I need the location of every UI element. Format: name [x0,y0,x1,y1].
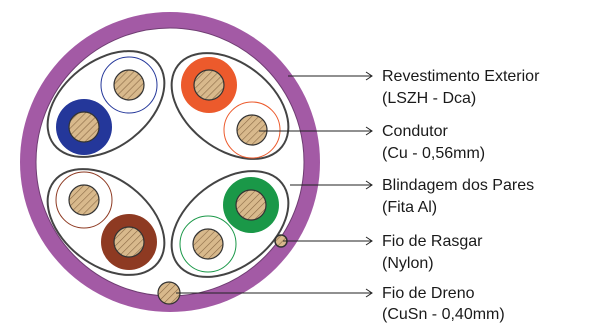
label-title: Revestimento Exterior [382,68,540,85]
label-detail: (LSZH - Dca) [382,90,476,107]
callout-conductor: Condutor (Cu - 0,56mm) [382,123,485,162]
conductor-copper [68,184,100,216]
conductor-copper [68,111,100,143]
conductor-copper [236,114,268,146]
pair-top-right [170,52,290,160]
conductor-copper [193,69,225,101]
label-title: Blindagem dos Pares [382,177,534,194]
label-title: Fio de Dreno [382,285,475,302]
label-detail: (Cu - 0,56mm) [382,145,485,162]
conductor-copper [113,69,145,101]
pair-bottom-right [170,170,290,278]
callout-rip-cord: Fio de Rasgar (Nylon) [382,233,483,272]
pair-bottom-left [46,168,166,276]
callout-outer-jacket: Revestimento Exterior (LSZH - Dca) [382,68,540,107]
callout-pair-shield: Blindagem dos Pares (Fita Al) [382,177,534,216]
conductor-copper [113,226,145,258]
leader-lines [176,71,373,298]
label-title: Fio de Rasgar [382,233,483,250]
pair-top-left [46,50,166,158]
cable-interior [35,27,305,297]
label-title: Condutor [382,123,448,140]
conductor-copper [235,189,267,221]
conductor-copper [192,228,224,260]
callout-drain-wire: Fio de Dreno (CuSn - 0,40mm) [382,285,505,323]
label-detail: (Nylon) [382,255,434,272]
label-detail: (Fita Al) [382,199,437,216]
label-detail: (CuSn - 0,40mm) [382,306,505,323]
